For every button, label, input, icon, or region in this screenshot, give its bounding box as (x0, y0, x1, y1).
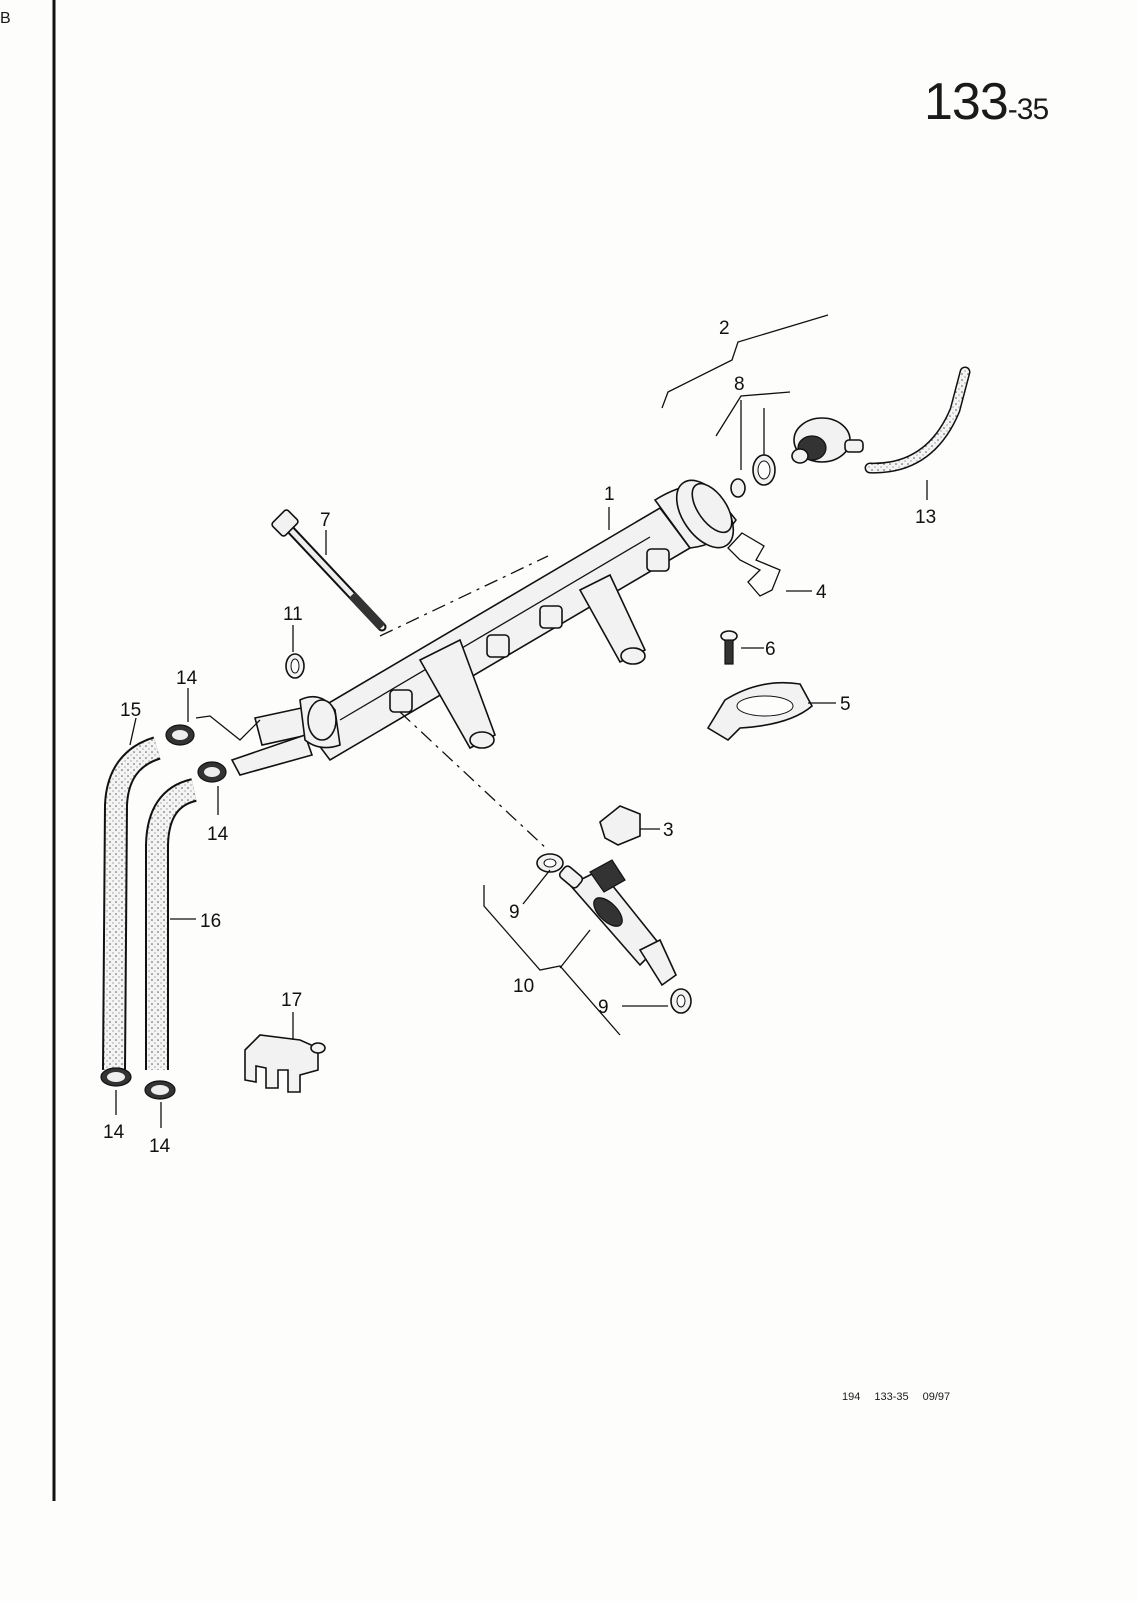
callout-1: 1 (604, 484, 615, 505)
corner-tab: B (0, 10, 11, 27)
part-bolt (271, 509, 387, 632)
callout-labels: 1 2 3 4 5 6 7 8 9 9 10 11 13 14 14 14 14… (103, 318, 936, 1157)
part-fuel-injector (558, 859, 678, 987)
footer-date: 09/97 (922, 1391, 951, 1403)
callout-16: 16 (200, 911, 221, 932)
callout-3: 3 (663, 820, 674, 841)
callout-14-upper: 14 (176, 668, 198, 689)
footer-ref: 194 (842, 1391, 861, 1403)
callout-9-upper: 9 (509, 902, 520, 923)
callout-17: 17 (281, 990, 302, 1011)
footer-page: 133-35 (874, 1391, 909, 1403)
callout-5: 5 (840, 694, 851, 715)
callout-9-lower: 9 (598, 997, 609, 1018)
part-retaining-clip (727, 532, 781, 597)
callout-7: 7 (320, 510, 331, 531)
part-hose-holder (244, 1034, 326, 1093)
callout-15: 15 (120, 700, 141, 721)
part-o-ring-small (730, 478, 746, 498)
callout-14-mid: 14 (207, 824, 229, 845)
callout-13: 13 (915, 507, 936, 528)
page-number-suffix: -35 (1007, 93, 1049, 126)
callout-14-bottom-left: 14 (103, 1122, 125, 1143)
part-pressure-regulator (791, 417, 864, 464)
part-fuel-rail (230, 479, 737, 776)
part-injector-clip (599, 805, 641, 846)
footer-reference: 194 133-35 09/97 (842, 1391, 964, 1403)
leader-lines (115, 314, 928, 1128)
callout-2: 2 (719, 318, 730, 339)
callout-11: 11 (283, 604, 303, 625)
callout-6: 6 (765, 639, 776, 660)
page-number-main: 133 (924, 73, 1009, 131)
callout-4: 4 (816, 582, 827, 603)
page-number: 133-35 (924, 72, 1049, 132)
callout-8: 8 (734, 374, 745, 395)
callout-10: 10 (513, 976, 534, 997)
part-screw (720, 630, 738, 665)
callout-14-bottom-right: 14 (149, 1136, 171, 1157)
part-hose-clamps (100, 724, 227, 1100)
